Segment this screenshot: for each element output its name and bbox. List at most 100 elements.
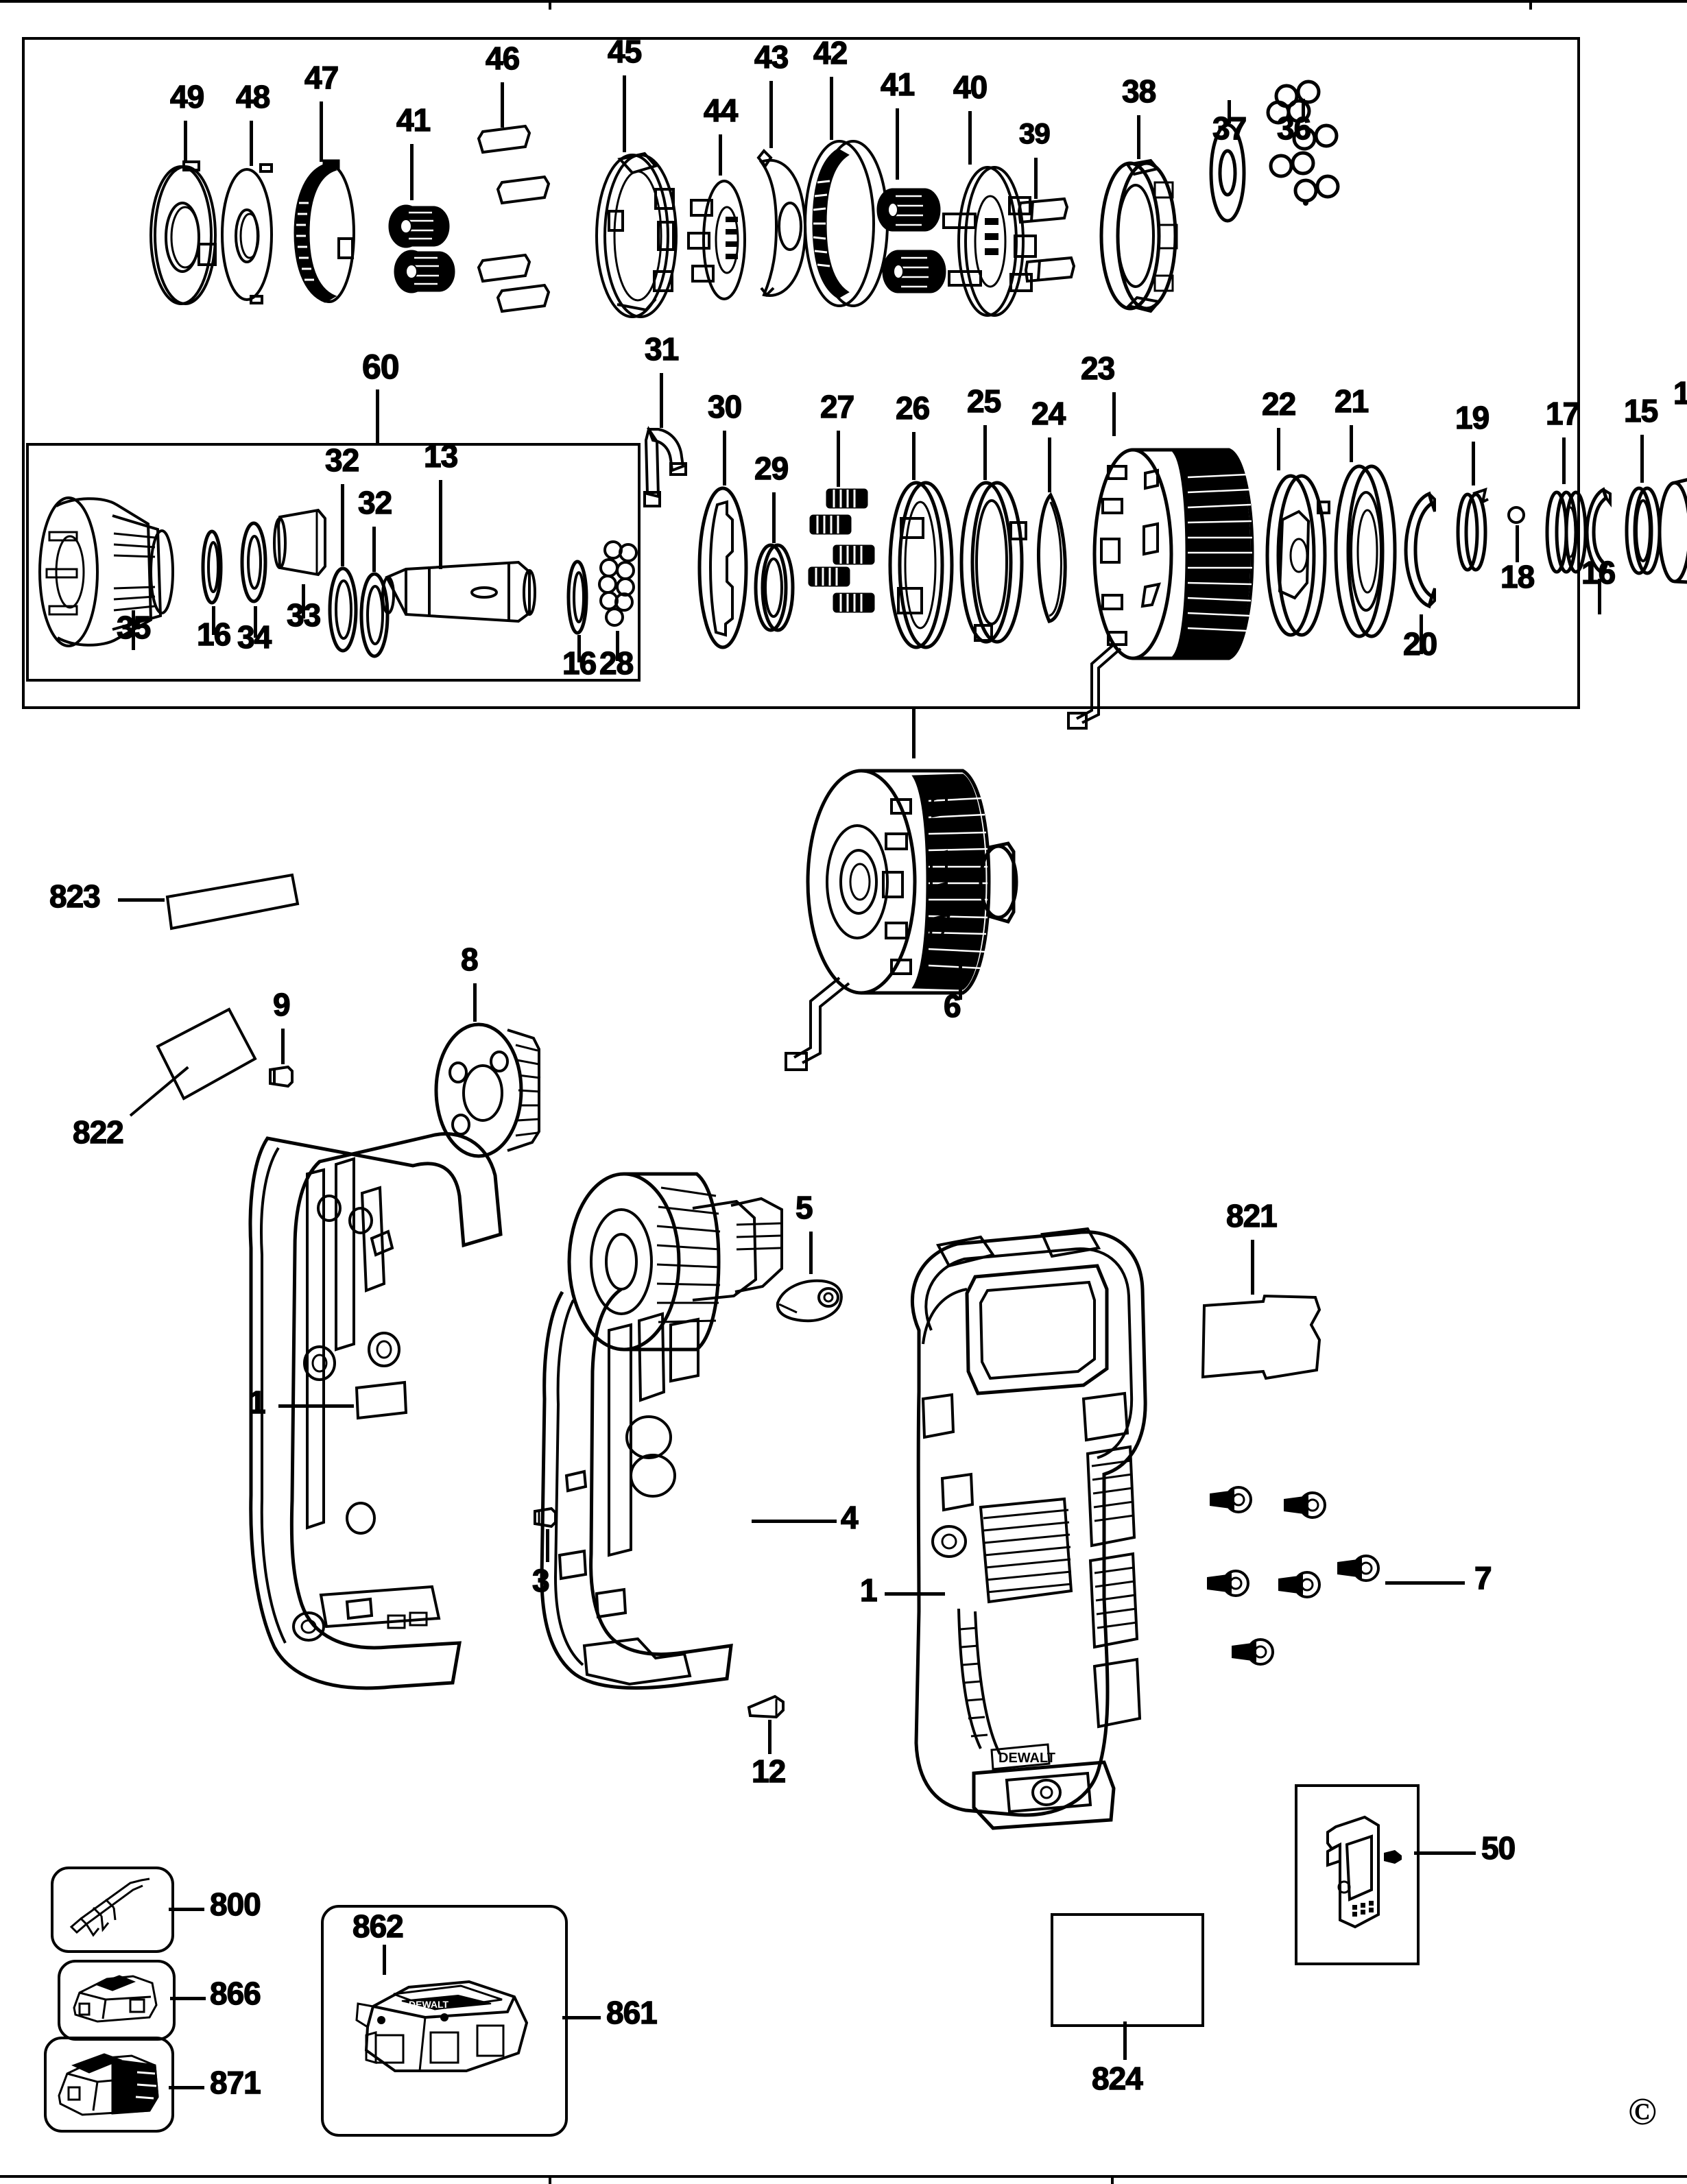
callout-13: 13 (423, 438, 459, 474)
leader-1-left (278, 1404, 354, 1408)
leader-26 (912, 432, 916, 480)
callout-40: 40 (953, 69, 988, 105)
part-37-washer (1204, 122, 1252, 225)
belt-hook-box (1295, 1784, 1420, 1965)
part-871-battery-large (55, 2049, 165, 2120)
part-41-planet-gears-right (872, 180, 955, 310)
leader-50 (1414, 1851, 1476, 1855)
leader-22 (1277, 428, 1280, 470)
part-28-steel-balls (598, 540, 656, 629)
part-1-housing-left (226, 1111, 514, 1701)
part-20-retaining-clip (1399, 488, 1440, 612)
leader-47 (320, 101, 323, 162)
accessory-box-866 (58, 1960, 176, 2041)
leader-60 (376, 389, 379, 443)
part-46-pins (473, 122, 583, 314)
part-8-fan-plate (425, 1022, 549, 1159)
leader-49 (184, 121, 187, 163)
part-41-planet-gears-left (381, 200, 464, 303)
leader-32a (341, 484, 344, 566)
callout-36: 36 (1276, 110, 1312, 146)
callout-824: 824 (1091, 2061, 1143, 2096)
leader-29 (772, 492, 776, 543)
part-29-seal-ring (752, 543, 797, 632)
callout-861: 861 (606, 1995, 658, 2030)
callout-8: 8 (460, 941, 479, 977)
callout-23: 23 (1080, 350, 1116, 386)
leader-27 (837, 431, 840, 487)
part-26-clutch-ring (883, 480, 959, 651)
leader-41-right (896, 108, 899, 180)
callout-821: 821 (1225, 1198, 1278, 1234)
callout-29: 29 (754, 451, 789, 486)
callout-862: 862 (352, 1908, 404, 1944)
part-24-gasket (1027, 492, 1073, 623)
callout-42: 42 (813, 35, 848, 71)
leader-39 (1034, 158, 1038, 199)
page-top-divider-left (549, 0, 551, 10)
frame-left (22, 37, 25, 709)
leader-33 (302, 584, 305, 619)
callout-9: 9 (272, 987, 291, 1022)
part-7-screws (1207, 1485, 1440, 1712)
part-48-washer (217, 163, 278, 304)
page-top-divider-right (1529, 0, 1532, 10)
part-5-bracket (772, 1274, 848, 1326)
callout-22: 22 (1261, 386, 1297, 422)
callout-48: 48 (235, 79, 271, 115)
leader-46 (501, 82, 504, 128)
page-top-rule (0, 0, 1687, 3)
leader-821 (1251, 1240, 1254, 1295)
leader-34 (254, 606, 257, 638)
leader-45 (623, 75, 626, 152)
leader-assembly-to-motor (912, 709, 916, 758)
callout-50: 50 (1481, 1830, 1516, 1866)
leader-36 (1302, 99, 1305, 117)
callout-823: 823 (49, 878, 101, 914)
leader-18 (1516, 525, 1519, 562)
callout-43: 43 (754, 39, 789, 75)
part-22-motor-endcap (1259, 470, 1335, 642)
leader-15 (1640, 435, 1644, 483)
callout-1-right: 1 (859, 1572, 878, 1608)
leader-40 (968, 111, 972, 165)
part-35-anvil-assembly (30, 492, 188, 650)
part-34-washer (236, 521, 272, 603)
callout-16c: 16 (1581, 555, 1616, 590)
part-862-kit-case: DEWALT (343, 1969, 549, 2079)
leader-5 (809, 1232, 813, 1274)
part-27-clutch-springs (800, 487, 889, 617)
callout-822: 822 (72, 1114, 124, 1150)
svg-text:DEWALT: DEWALT (409, 1999, 449, 2010)
callout-18: 18 (1500, 559, 1535, 595)
part-12-pin (746, 1692, 787, 1721)
part-44-planet-carrier (686, 176, 754, 306)
part-6-motor-assembly (785, 760, 1042, 1071)
leader-37 (1228, 100, 1231, 123)
part-36-steel-balls (1266, 80, 1341, 206)
part-33-bushing (273, 507, 335, 583)
leader-38 (1137, 115, 1140, 159)
part-13-spindle (381, 549, 566, 631)
callout-34: 34 (237, 619, 272, 655)
callout-871: 871 (209, 2065, 261, 2100)
leader-23 (1112, 392, 1116, 436)
callout-16b: 16 (562, 645, 597, 681)
callout-27: 27 (819, 389, 855, 424)
part-19-wave-spring (1452, 485, 1496, 575)
part-31-shift-lever (641, 426, 689, 510)
part-23-motor-stator (1067, 436, 1297, 730)
gearbox-inset-box (26, 443, 641, 682)
callout-45: 45 (607, 34, 643, 69)
leader-862 (383, 1945, 386, 1975)
part-821-boot (1200, 1294, 1337, 1404)
part-38-clutch-collar (1092, 158, 1195, 317)
callout-31: 31 (644, 331, 680, 367)
callout-49: 49 (169, 79, 205, 115)
callout-47: 47 (304, 60, 339, 95)
leader-3 (546, 1529, 549, 1562)
leader-16c (1598, 579, 1601, 614)
callout-41-right: 41 (880, 67, 916, 102)
page-bottom-divider-right (1111, 2175, 1114, 2184)
callout-44: 44 (703, 93, 739, 128)
